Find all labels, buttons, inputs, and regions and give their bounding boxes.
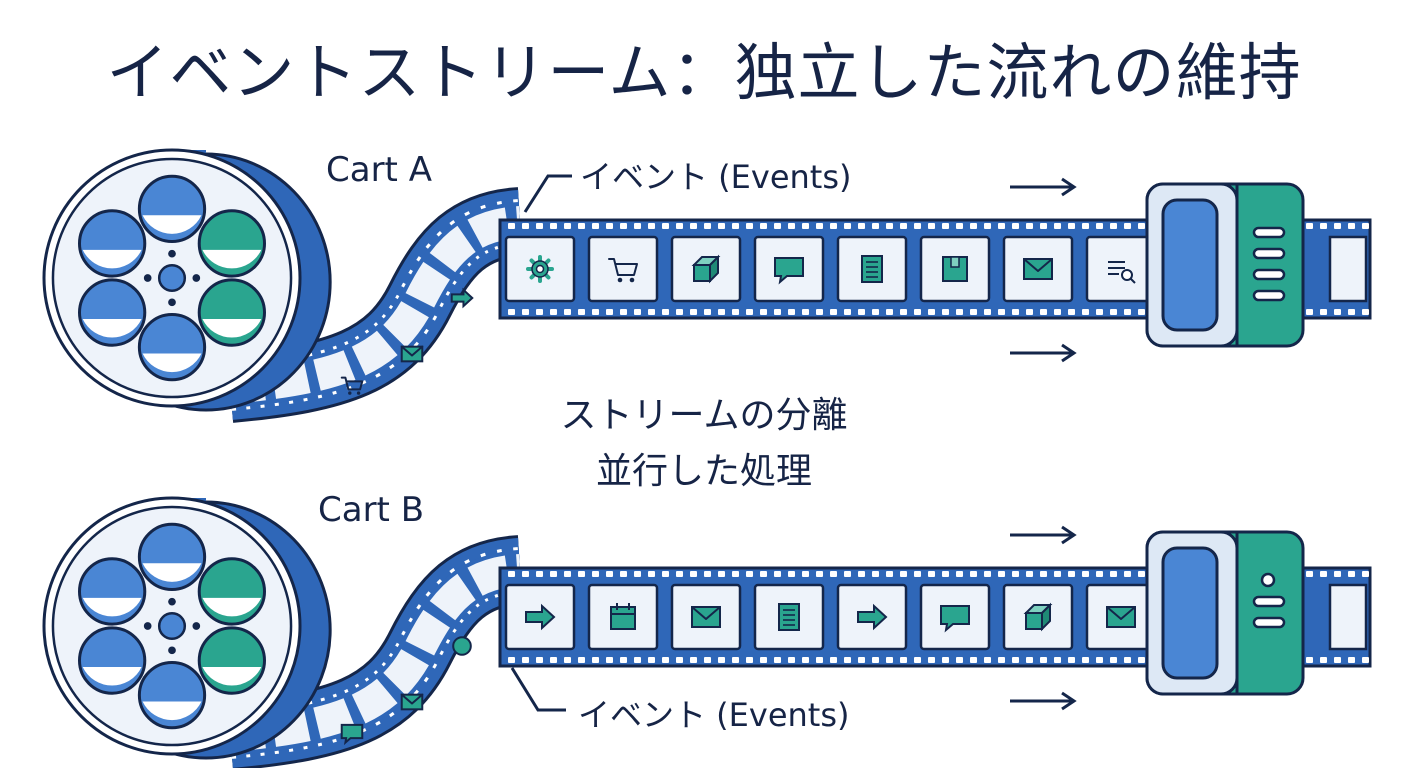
gear-icon — [526, 255, 554, 283]
mail-icon — [400, 693, 424, 711]
events-label-b: イベント (Events) — [578, 696, 850, 734]
film-reel-a — [42, 148, 332, 412]
box-icon — [1023, 602, 1053, 632]
arrow-icon — [857, 603, 888, 631]
mail-icon — [400, 345, 424, 363]
cart-b-label: Cart B — [318, 490, 425, 530]
event-frame — [587, 235, 659, 303]
events-leader-line — [523, 174, 572, 213]
stream-a — [226, 177, 1372, 423]
package-icon — [942, 256, 968, 282]
events-leader-line — [510, 667, 566, 712]
parallel-processing-label: 並行した処理 — [595, 451, 812, 492]
circle-icon — [452, 636, 472, 656]
chat-icon — [340, 723, 364, 746]
cart-icon — [608, 258, 638, 283]
chat-icon — [774, 257, 804, 285]
stream-reader — [1145, 182, 1305, 348]
stream-reader — [1145, 530, 1305, 696]
document-icon — [861, 255, 883, 283]
arrow-icon — [450, 287, 474, 309]
mail-icon — [1106, 606, 1136, 628]
document-icon — [778, 603, 800, 631]
stream-b — [226, 525, 1372, 768]
calendar-icon — [610, 603, 636, 630]
mail-icon — [691, 606, 721, 628]
cart-icon — [340, 376, 364, 395]
mail-icon — [1023, 258, 1053, 280]
events-label-a: イベント (Events) — [580, 158, 852, 196]
stream-separation-label: ストリームの分離 — [560, 395, 848, 436]
cart-a-label: Cart A — [326, 150, 432, 190]
box-icon — [691, 254, 721, 284]
search-list-icon — [1108, 261, 1136, 284]
chat-icon — [940, 605, 970, 633]
page-title: イベントストリーム：独立した流れの維持 — [106, 36, 1302, 109]
film-reel-b — [42, 496, 332, 760]
arrow-icon — [525, 603, 556, 631]
